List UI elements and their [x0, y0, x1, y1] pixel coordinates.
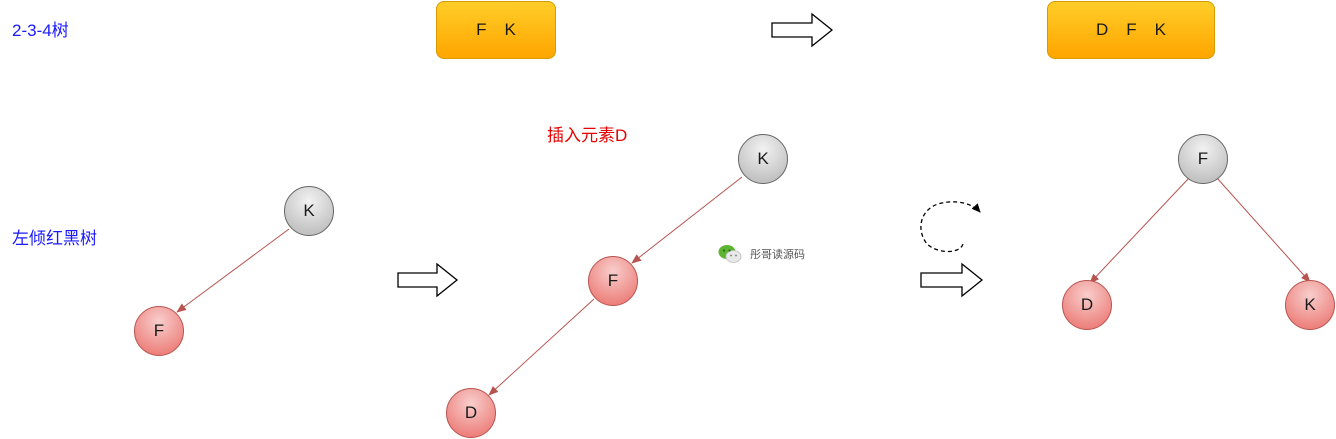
edge-f-d [488, 298, 595, 396]
wechat-icon [718, 245, 742, 263]
llrb-label: 左倾红黑树 [12, 229, 97, 248]
transform-arrow-top [771, 12, 834, 48]
node-k: K [284, 186, 334, 236]
node-k: K [738, 134, 788, 184]
node-box-before: F K [436, 1, 556, 59]
edge-f-d [1089, 177, 1190, 284]
transform-arrow-left [397, 262, 459, 298]
transform-arrow-right [920, 262, 984, 298]
watermark-text: 彤哥读源码 [750, 249, 805, 261]
edge-f-k [1216, 177, 1311, 283]
box-key: F [476, 20, 487, 39]
rotate-icon [920, 201, 981, 253]
node-f: F [588, 256, 638, 306]
edge-k-f [176, 228, 290, 313]
node-k: K [1285, 280, 1335, 330]
node-d: D [446, 388, 496, 438]
insert-label: 插入元素D [547, 126, 628, 145]
watermark: 彤哥读源码 [718, 243, 805, 265]
node-f: F [1178, 134, 1228, 184]
box-key: K [504, 20, 516, 39]
tree234-label: 2-3-4树 [12, 21, 69, 40]
box-key: D [1095, 20, 1109, 39]
box-key: K [1154, 20, 1166, 39]
node-d: D [1062, 280, 1112, 330]
node-f: F [134, 306, 184, 356]
box-key: F [1126, 20, 1137, 39]
node-box-after: D F K [1047, 1, 1215, 59]
